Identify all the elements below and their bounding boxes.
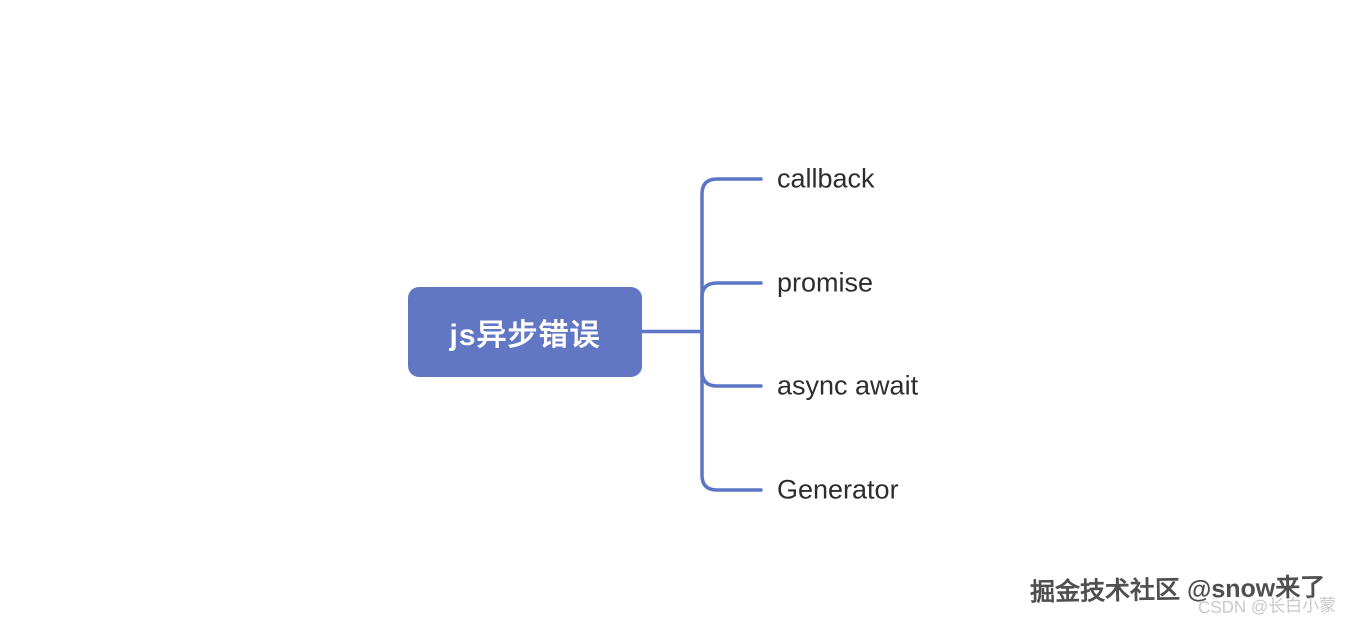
- branch-node-promise[interactable]: promise: [777, 267, 874, 298]
- root-node-label: js异步错误: [449, 319, 601, 352]
- connector-async-await: [700, 329, 763, 388]
- branch-node-async-await[interactable]: async await: [777, 370, 919, 401]
- branch-node-callback[interactable]: callback: [777, 163, 875, 194]
- connector-callback: [700, 177, 763, 334]
- branch-node-generator[interactable]: Generator: [777, 474, 899, 505]
- connector-promise: [700, 281, 763, 334]
- root-node[interactable]: js异步错误: [408, 287, 642, 377]
- connector-generator: [700, 329, 763, 492]
- watermark-csdn: CSDN @长白小蒙: [1197, 595, 1337, 618]
